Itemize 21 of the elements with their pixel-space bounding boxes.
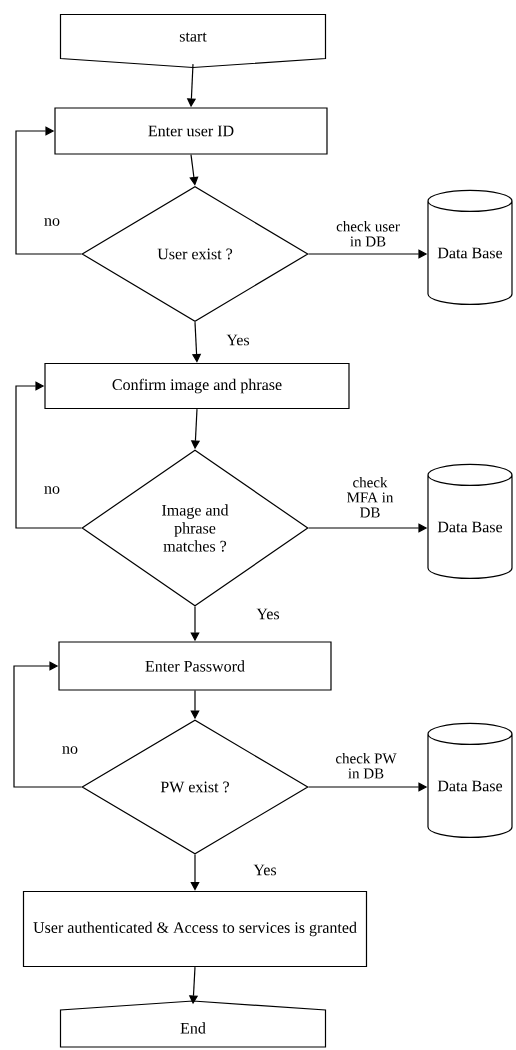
edge-label: no: [43, 485, 61, 495]
edge-label: Yes: [225, 333, 251, 347]
database-cylinder: Data Base: [427, 722, 513, 839]
process-box: Enter Password: [58, 641, 332, 691]
database-cylinder: Data Base: [427, 189, 513, 306]
edge-label: Yes: [252, 863, 278, 877]
arrow: [15, 126, 82, 255]
arrow: [190, 854, 200, 891]
process-box: Confirm image and phrase: [44, 362, 350, 410]
edge-label: Yes: [255, 607, 281, 621]
edge-label: check MFA in DB: [336, 475, 404, 519]
edge-label: no: [43, 217, 61, 227]
arrow: [189, 154, 199, 186]
process-box: User authenticated & Access to services is granted: [22, 890, 368, 968]
arrow: [13, 661, 82, 788]
arrow: [15, 381, 82, 529]
process-box: Enter user ID: [54, 107, 328, 155]
edge-label: no: [61, 745, 79, 755]
database-cylinder: Data Base: [427, 463, 513, 580]
edge-label: check PW in DB: [332, 751, 400, 780]
edge-label: check user in DB: [334, 219, 402, 248]
